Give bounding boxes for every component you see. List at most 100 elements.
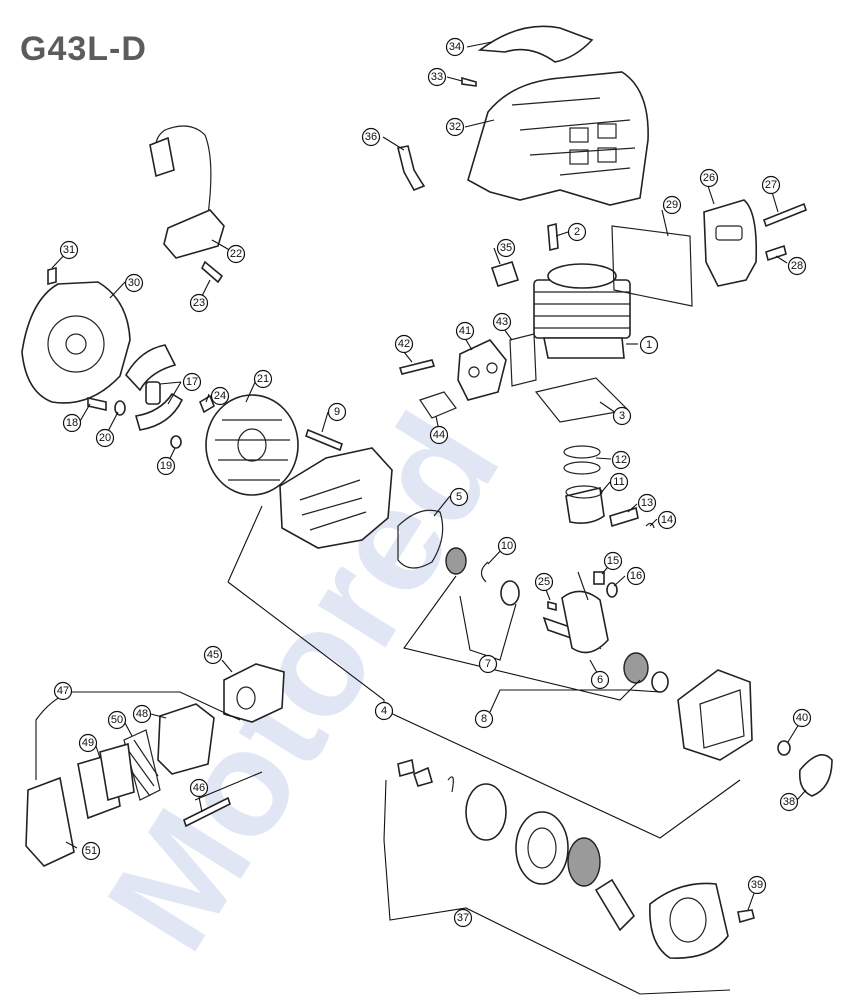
callout-47: 47	[53, 681, 73, 701]
svg-text:37: 37	[457, 912, 469, 924]
svg-text:32: 32	[449, 121, 461, 133]
callout-28: 28	[787, 256, 807, 276]
svg-text:31: 31	[63, 244, 75, 256]
svg-text:46: 46	[193, 782, 205, 794]
callout-bubbles: 1 2 3 4 5 6 7 8 9 10 11 12 13 14 15 16 1…	[53, 37, 812, 928]
svg-text:4: 4	[381, 705, 387, 717]
callout-21: 21	[253, 369, 273, 389]
svg-text:2: 2	[574, 226, 580, 238]
callout-45: 45	[203, 645, 223, 665]
callout-31: 31	[59, 240, 79, 260]
svg-text:39: 39	[751, 879, 763, 891]
callout-51: 51	[81, 841, 101, 861]
svg-text:27: 27	[765, 179, 777, 191]
callout-43: 43	[492, 312, 512, 332]
callout-22: 22	[226, 244, 246, 264]
svg-text:15: 15	[607, 555, 619, 567]
svg-text:28: 28	[791, 260, 803, 272]
svg-text:23: 23	[193, 297, 205, 309]
svg-text:14: 14	[661, 514, 673, 526]
callout-7: 7	[478, 654, 498, 674]
svg-text:43: 43	[496, 316, 508, 328]
part-top-cover	[477, 25, 594, 63]
svg-text:19: 19	[160, 460, 172, 472]
callout-3: 3	[612, 406, 632, 426]
callout-36: 36	[361, 127, 381, 147]
callout-16: 16	[626, 566, 646, 586]
callout-1: 1	[639, 335, 659, 355]
callout-32: 32	[445, 117, 465, 137]
callout-46: 46	[189, 778, 209, 798]
callout-38: 38	[779, 792, 799, 812]
svg-text:35: 35	[500, 242, 512, 254]
svg-text:40: 40	[796, 712, 808, 724]
svg-text:5: 5	[456, 491, 462, 503]
svg-text:29: 29	[666, 199, 678, 211]
svg-text:48: 48	[136, 708, 148, 720]
callout-39: 39	[747, 875, 767, 895]
callout-6: 6	[590, 670, 610, 690]
svg-text:49: 49	[82, 737, 94, 749]
svg-text:33: 33	[431, 71, 443, 83]
callout-33: 33	[427, 67, 447, 87]
callout-25: 25	[534, 572, 554, 592]
part-cylinder-shroud	[467, 71, 649, 206]
svg-text:17: 17	[186, 376, 198, 388]
callout-41: 41	[455, 321, 475, 341]
svg-text:7: 7	[485, 658, 491, 670]
callout-5: 5	[449, 487, 469, 507]
svg-text:13: 13	[641, 497, 653, 509]
callout-50: 50	[107, 710, 127, 730]
callout-27: 27	[761, 175, 781, 195]
callout-29: 29	[662, 195, 682, 215]
callout-24: 24	[210, 386, 230, 406]
callout-23: 23	[189, 293, 209, 313]
callout-49: 49	[78, 733, 98, 753]
svg-text:21: 21	[257, 373, 269, 385]
callout-12: 12	[611, 450, 631, 470]
callout-10: 10	[497, 536, 517, 556]
svg-text:6: 6	[597, 674, 603, 686]
svg-text:16: 16	[630, 570, 642, 582]
svg-text:18: 18	[66, 417, 78, 429]
svg-text:41: 41	[459, 325, 471, 337]
svg-text:30: 30	[128, 277, 140, 289]
svg-text:47: 47	[57, 685, 69, 697]
callout-48: 48	[132, 704, 152, 724]
callout-8: 8	[474, 709, 494, 729]
callout-20: 20	[95, 428, 115, 448]
svg-text:10: 10	[501, 540, 513, 552]
svg-text:26: 26	[703, 172, 715, 184]
callout-37: 37	[453, 908, 473, 928]
svg-text:12: 12	[615, 454, 627, 466]
svg-text:24: 24	[214, 390, 226, 402]
callout-34: 34	[445, 37, 465, 57]
callout-11: 11	[609, 472, 629, 492]
svg-text:9: 9	[334, 406, 340, 418]
callout-17: 17	[182, 372, 202, 392]
svg-text:45: 45	[207, 649, 219, 661]
callout-42: 42	[394, 334, 414, 354]
callout-44: 44	[429, 425, 449, 445]
svg-text:42: 42	[398, 338, 410, 350]
callout-2: 2	[567, 222, 587, 242]
svg-text:3: 3	[619, 410, 625, 422]
callout-26: 26	[699, 168, 719, 188]
callout-40: 40	[792, 708, 812, 728]
svg-text:11: 11	[613, 476, 624, 488]
callout-35: 35	[496, 238, 516, 258]
callout-30: 30	[124, 273, 144, 293]
svg-text:50: 50	[111, 714, 123, 726]
svg-text:36: 36	[365, 131, 377, 143]
svg-text:34: 34	[449, 41, 461, 53]
callout-15: 15	[603, 551, 623, 571]
svg-text:38: 38	[783, 796, 795, 808]
svg-text:51: 51	[85, 845, 97, 857]
svg-text:1: 1	[646, 339, 652, 351]
svg-text:22: 22	[230, 248, 242, 260]
svg-text:20: 20	[99, 432, 111, 444]
callout-4: 4	[374, 701, 394, 721]
callout-19: 19	[156, 456, 176, 476]
callout-13: 13	[637, 493, 657, 513]
